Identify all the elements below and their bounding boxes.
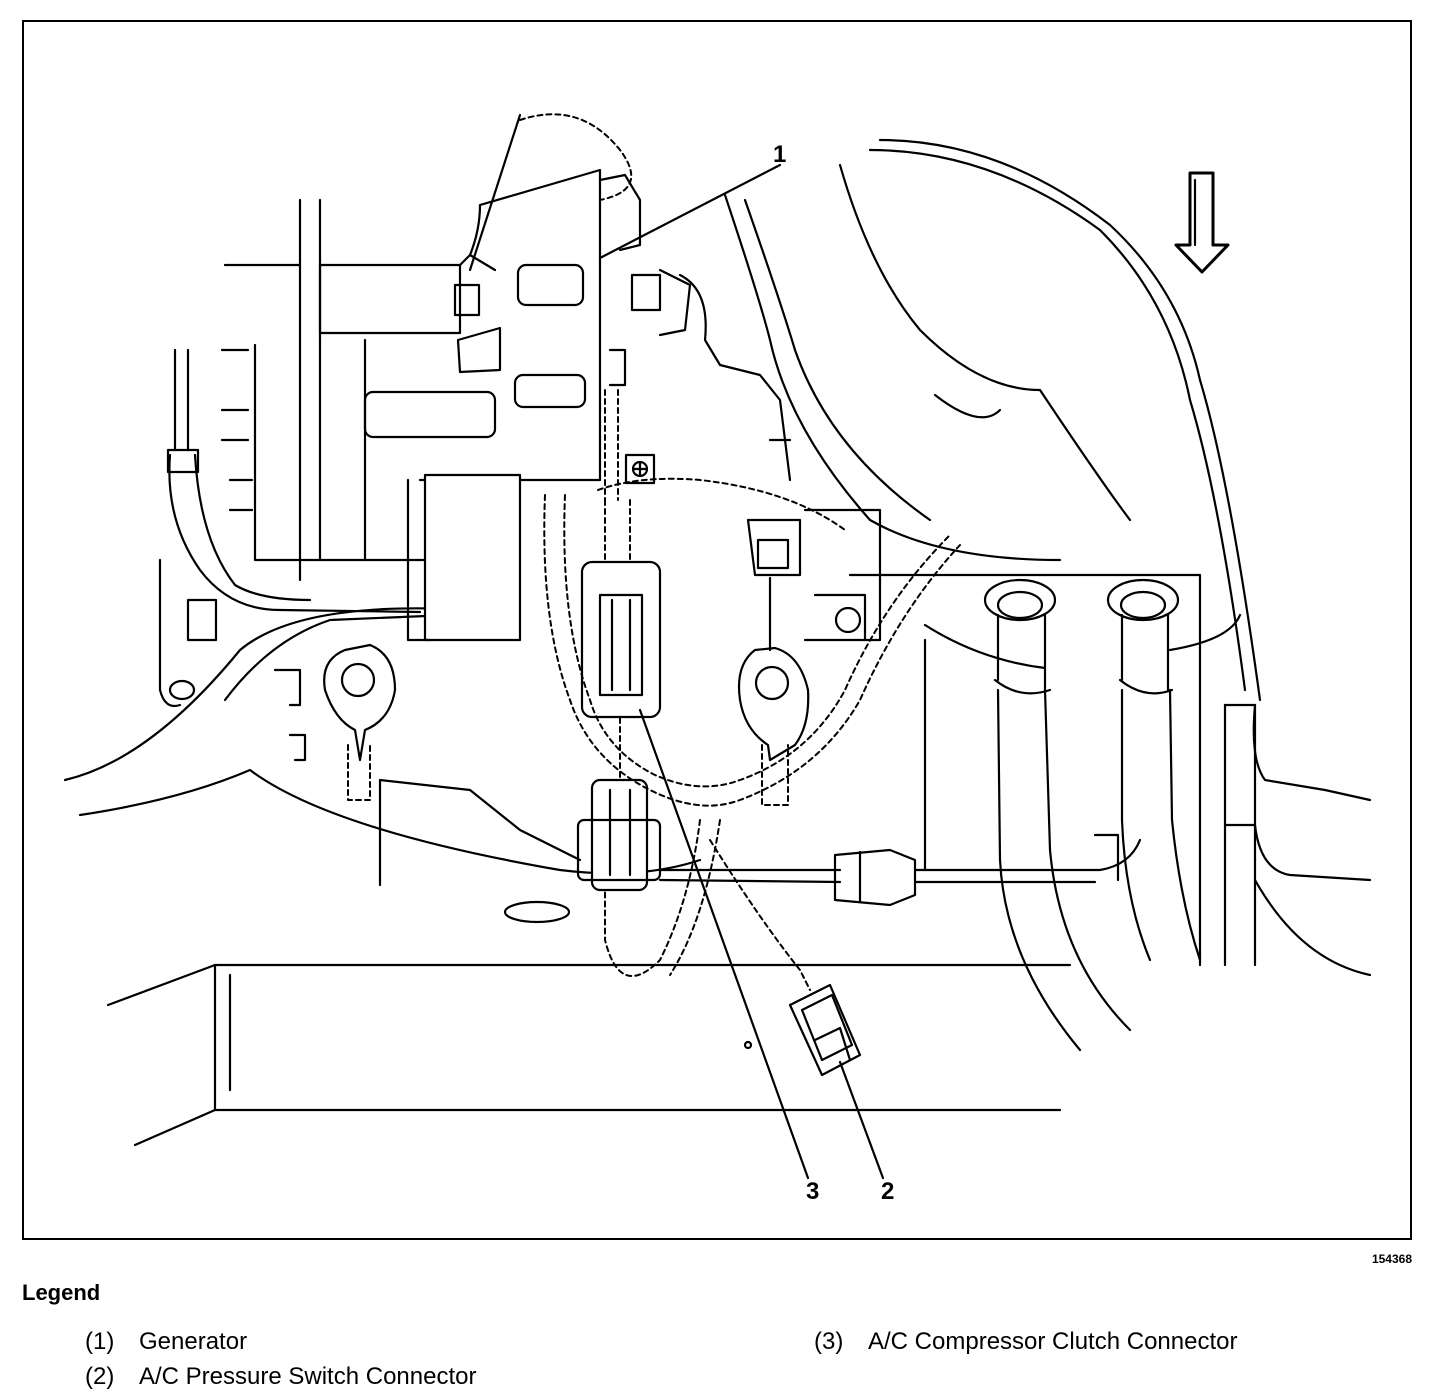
legend-item-label: Generator: [139, 1328, 248, 1355]
sensor-wire-lower: [658, 878, 1097, 884]
legend-item-clutch-connector: (3) A/C Compressor Clutch Connector: [814, 1328, 1237, 1356]
hose-lower: [158, 558, 182, 708]
ac-hoses: [983, 578, 1202, 1052]
engine-block-hole: [503, 900, 571, 924]
ac-compressor-clutch-connector: [576, 477, 846, 892]
ac-compressor-body: [723, 138, 1372, 977]
upper-harness-lead: [468, 113, 522, 272]
harness-branch: [604, 819, 721, 977]
callout-1: 1: [773, 141, 787, 168]
generator: [220, 168, 602, 642]
ac-pressure-switch-connector: [788, 983, 862, 1077]
main-wiring-harness: [543, 494, 961, 807]
diagram-frame: [22, 20, 1412, 1240]
forward-arrow: [1174, 171, 1230, 274]
coolant-hose-bend: [168, 453, 422, 614]
coolant-hose: [173, 348, 190, 452]
callout-3-leader: [638, 708, 810, 1180]
left-eye-bolt: [273, 643, 397, 801]
hose-lower-end: [168, 679, 196, 701]
sensor-wire: [658, 838, 1142, 872]
callout-3: 3: [806, 1178, 820, 1205]
legend-item-generator: (1) Generator: [85, 1328, 247, 1356]
callout-1-leader: [598, 163, 782, 260]
center-eye-bolt: [737, 438, 882, 806]
legend-item-label: A/C Pressure Switch Connector: [139, 1363, 477, 1390]
engine-block-line-lower: [133, 1108, 1062, 1147]
generator-bracket: [598, 173, 792, 501]
legend-item-label: A/C Compressor Clutch Connector: [868, 1328, 1238, 1355]
engine-block-dot: [743, 1040, 753, 1050]
figure-id: 154368: [1371, 1252, 1412, 1266]
legend-item-number: (3): [814, 1328, 844, 1355]
main-wiring-harness-edge: [563, 494, 951, 788]
ground-symbol: [624, 453, 656, 485]
pressure-switch-lead: [709, 839, 811, 991]
callout-2-leader: [838, 1060, 885, 1180]
legend-item-pressure-switch: (2) A/C Pressure Switch Connector: [85, 1363, 476, 1391]
legend-item-number: (1): [85, 1328, 115, 1355]
upper-harness: [519, 113, 633, 201]
engine-block-line: [106, 963, 1072, 1007]
hose-clamp: [166, 448, 200, 474]
inline-terminal: [833, 848, 917, 907]
mount-bracket: [223, 613, 582, 887]
bracket-tab: [186, 598, 218, 642]
callout-2: 2: [881, 1178, 895, 1205]
legend-item-number: (2): [85, 1363, 115, 1390]
legend-title: Legend: [22, 1280, 101, 1305]
bracket-arm-upper: [63, 607, 472, 782]
